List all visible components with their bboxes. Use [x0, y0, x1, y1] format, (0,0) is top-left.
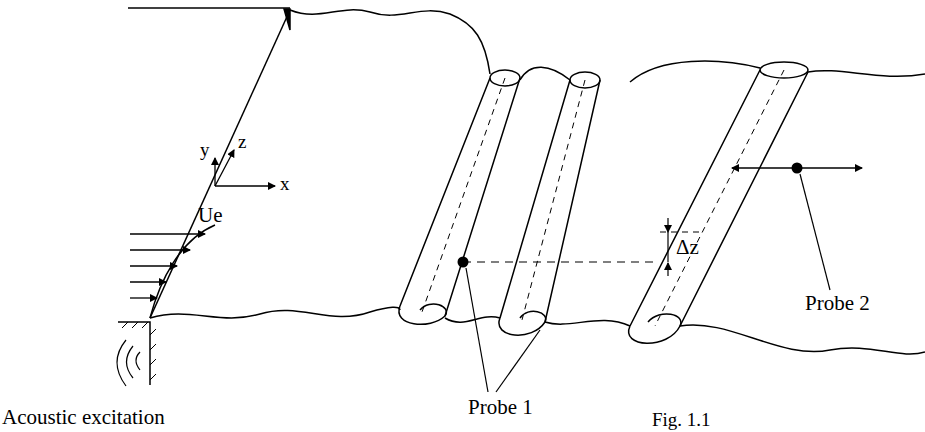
axis-label: x: [280, 174, 290, 195]
velocity-label: Ue: [198, 204, 223, 227]
spacing-label: Δz: [676, 236, 699, 259]
axis-label: y: [200, 140, 210, 161]
probe-label: Probe 1: [468, 396, 533, 419]
figure-number: Fig. 1.1: [652, 410, 711, 431]
excitation-label: Acoustic excitation: [2, 406, 165, 429]
probe-label: Probe 2: [805, 292, 870, 315]
axis-label: z: [238, 132, 246, 153]
